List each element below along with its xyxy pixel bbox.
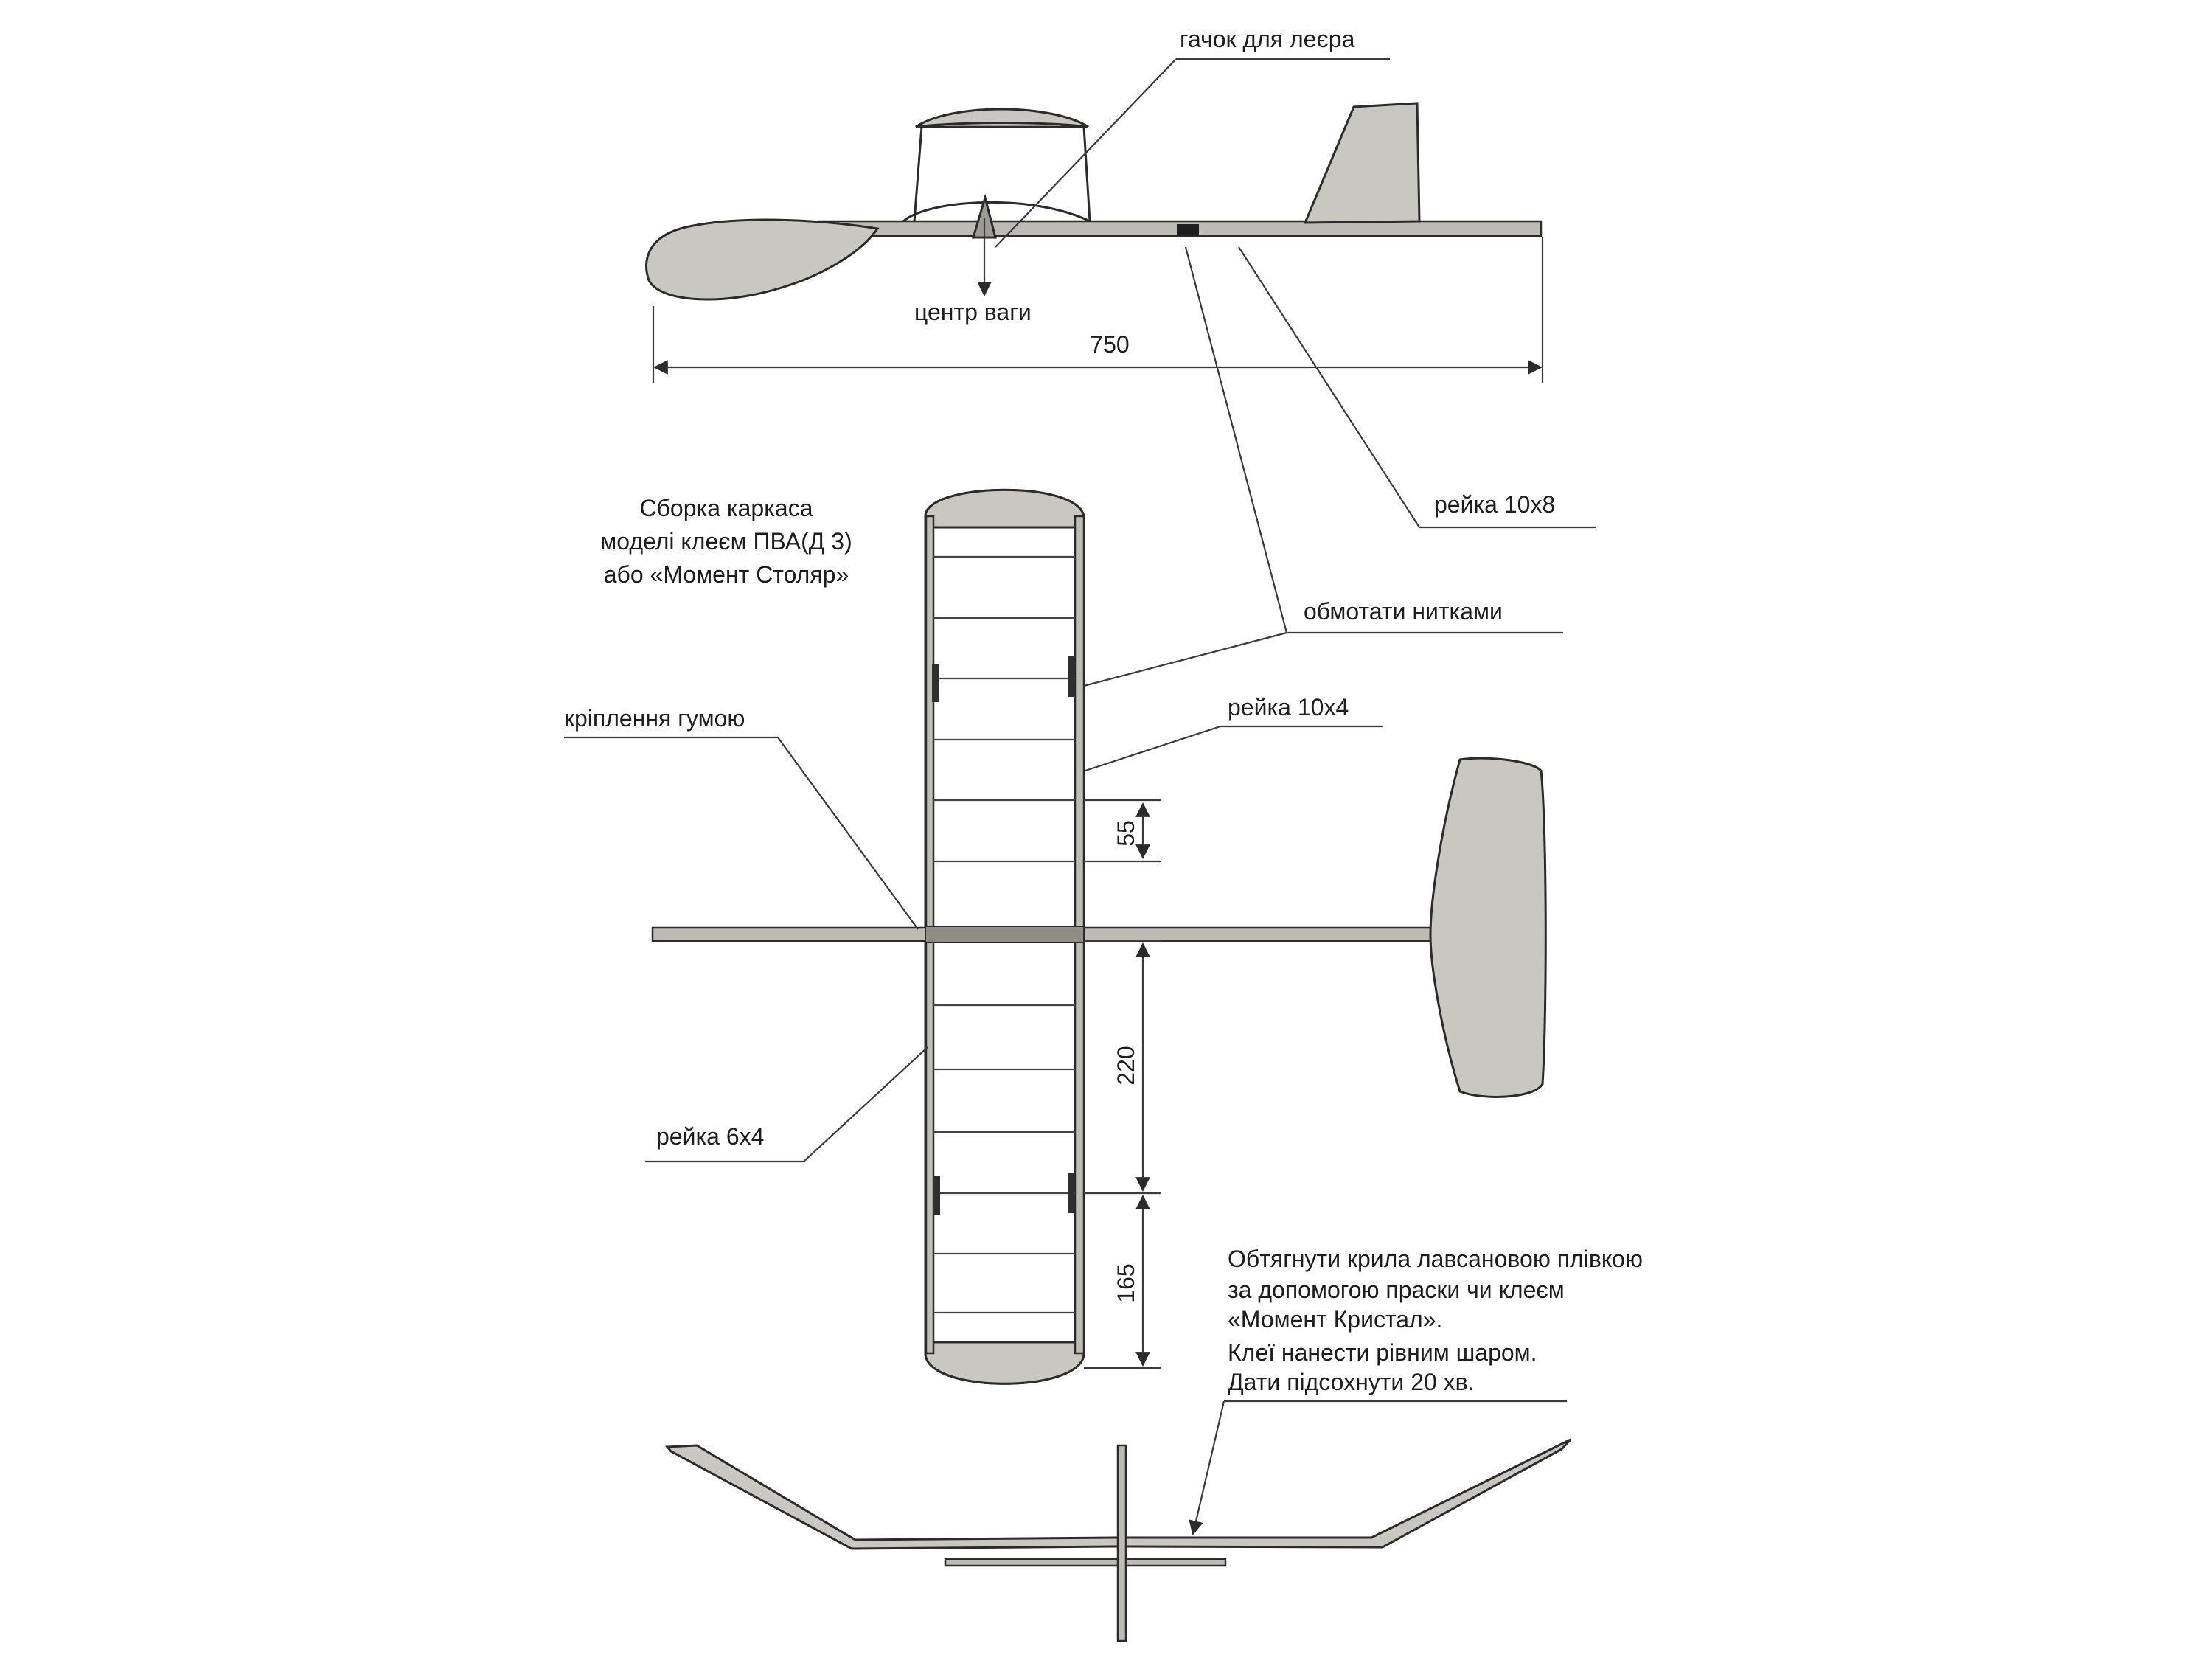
top-joiner-ur — [1068, 656, 1074, 697]
wrap-leader-1 — [1184, 246, 1288, 633]
wrap-label: обмотати нитками — [1304, 598, 1503, 625]
glue-note-line2: Дати підсохнути 20 хв. — [1228, 1369, 1475, 1395]
side-stabilizer — [645, 218, 880, 301]
dim165-label: 165 — [1113, 1263, 1139, 1302]
hook-label: гачок для леєра — [1180, 26, 1355, 52]
side-view: 750 гачок для леєра центр ваги — [645, 26, 1544, 383]
assembly-note-line2: моделі клеєм ПВА(Д 3) — [600, 528, 852, 555]
side-wing-frame — [913, 110, 1091, 222]
top-wing-tip-lower — [924, 1341, 1085, 1385]
side-wing-lower-arc — [902, 201, 1091, 223]
cover-note-line2: за допомогою праски чи клеєм — [1228, 1277, 1565, 1303]
hook-leader — [995, 58, 1177, 248]
top-joiner-ll — [933, 1176, 940, 1215]
front-fin — [1116, 1444, 1127, 1642]
top-wing-tip-upper — [924, 488, 1085, 529]
dim55-label: 55 — [1113, 820, 1139, 847]
rail6x4-leader — [803, 1046, 928, 1162]
assembly-note-line3: або «Момент Столяр» — [604, 561, 849, 588]
top-joiner-ul — [932, 664, 939, 702]
top-view: 55 220 165 рейка 10х8 обмотати нитками р… — [564, 246, 1643, 1395]
rail10x4-leader — [1085, 725, 1221, 772]
rail6x4-label: рейка 6х4 — [656, 1123, 764, 1150]
rail10x8-leader — [1238, 246, 1420, 528]
top-joiner-lr — [1068, 1173, 1074, 1213]
front-view — [664, 1400, 1572, 1642]
film-leader — [1189, 1400, 1225, 1535]
top-wing-ribs — [933, 555, 1075, 1314]
rubber-label: кріплення гумою — [564, 705, 745, 732]
rubber-leader — [777, 737, 919, 930]
length-dim-label: 750 — [1090, 331, 1129, 358]
assembly-note-line1: Сборка каркаса — [639, 495, 813, 521]
cg-label: центр ваги — [914, 299, 1032, 325]
front-wing — [664, 1438, 1572, 1550]
dim220-label: 220 — [1113, 1046, 1139, 1085]
rail10x8-label: рейка 10х8 — [1434, 491, 1555, 518]
side-wing-arc — [915, 108, 1089, 128]
wrap-leader-2 — [1083, 631, 1287, 687]
side-fin — [1303, 102, 1421, 224]
top-stabilizer — [1429, 757, 1547, 1098]
cover-note-line3: «Момент Кристал». — [1228, 1306, 1442, 1333]
front-stabilizer — [944, 1558, 1227, 1567]
glue-note-line1: Клеї нанести рівним шаром. — [1228, 1339, 1537, 1366]
top-fuselage-center — [925, 926, 1085, 943]
side-wrap-block — [1177, 224, 1199, 235]
rail10x4-label: рейка 10х4 — [1228, 694, 1349, 721]
cover-note-line1: Обтягнути крила лавсановою плівкою — [1228, 1246, 1643, 1272]
